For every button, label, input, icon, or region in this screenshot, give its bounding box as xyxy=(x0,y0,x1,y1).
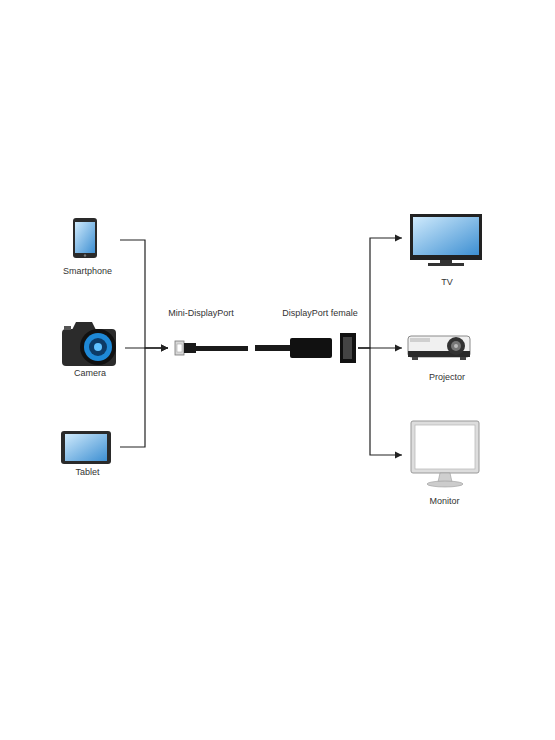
node-label: Smartphone xyxy=(55,266,120,277)
arrow-head xyxy=(395,452,402,459)
node-label: Mini-DisplayPort xyxy=(168,308,234,319)
node-label: Tablet xyxy=(55,467,120,478)
monitor-icon xyxy=(411,421,479,487)
connector-line xyxy=(125,347,168,348)
connector-line xyxy=(358,348,402,455)
node-label: Camera xyxy=(55,368,125,379)
arrow-head xyxy=(395,345,402,352)
device-node: Tablet xyxy=(55,428,120,478)
device-node: Projector xyxy=(402,328,492,385)
connector-arrow xyxy=(120,345,168,448)
node-label: Projector xyxy=(402,372,492,383)
arrow-head xyxy=(161,345,168,352)
device-node: TV xyxy=(402,212,487,290)
connector-line xyxy=(358,238,402,348)
device-node: Smartphone xyxy=(55,215,120,277)
node-label: Monitor xyxy=(402,496,487,507)
device-node: Mini-DisplayPort DisplayPort female xyxy=(168,305,358,365)
smartphone-icon xyxy=(73,218,97,258)
connector-arrow xyxy=(125,345,168,352)
tv-icon xyxy=(410,214,482,266)
projector-icon xyxy=(408,336,470,360)
connector-line xyxy=(120,240,168,348)
connector-arrow xyxy=(358,348,402,459)
tablet-icon xyxy=(61,431,111,464)
connector-line xyxy=(358,347,402,348)
connector-line xyxy=(120,348,168,447)
node-label: DisplayPort female xyxy=(280,308,360,319)
connector-arrow xyxy=(120,240,168,352)
connector-arrow xyxy=(358,345,402,352)
connector-arrow xyxy=(358,235,402,349)
arrow-head xyxy=(161,345,168,352)
arrow-head xyxy=(395,235,402,242)
node-label: TV xyxy=(402,277,492,288)
device-node: Camera xyxy=(55,318,125,380)
device-node: Monitor xyxy=(402,420,487,510)
adapter-cable xyxy=(175,333,356,363)
camera-icon xyxy=(62,322,116,366)
arrow-head xyxy=(161,345,168,352)
